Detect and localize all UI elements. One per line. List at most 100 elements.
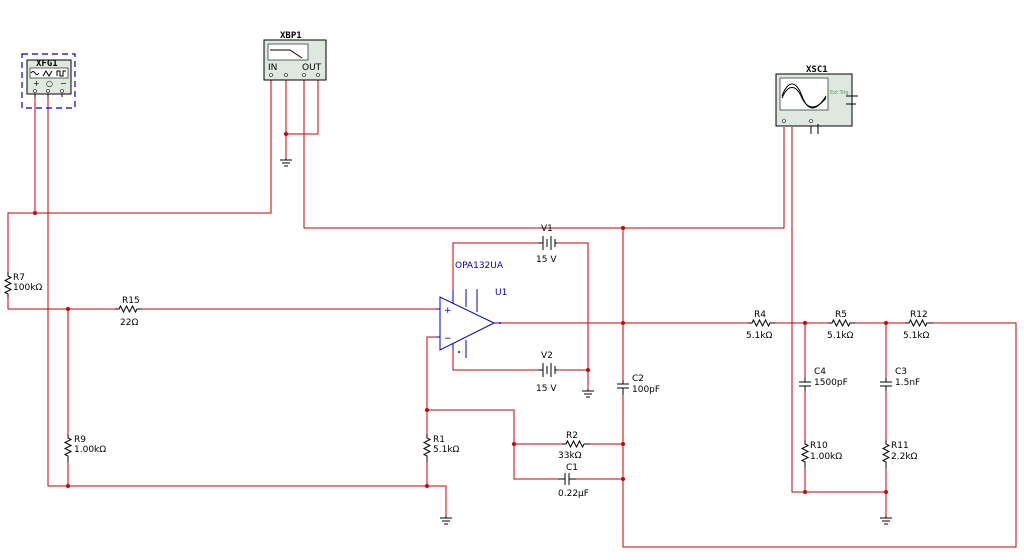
wire[interactable] [426, 336, 436, 434]
junction-dot [425, 484, 429, 488]
component-ref: R1 [433, 435, 445, 445]
terminal[interactable] [269, 73, 273, 77]
ext-trig-connector[interactable] [846, 95, 858, 105]
component-ref: R15 [122, 296, 140, 306]
capacitor-c4[interactable]: C4 1500pF [799, 367, 848, 391]
resistor-r12[interactable]: R12 5.1kΩ [903, 310, 933, 341]
wire[interactable] [452, 350, 538, 371]
terminal[interactable] [302, 73, 306, 77]
junction-dot [803, 321, 807, 325]
wire[interactable] [303, 79, 785, 229]
terminal[interactable] [284, 73, 288, 77]
component-ref: C4 [814, 367, 826, 377]
component-ref: R10 [810, 441, 828, 451]
component-value: 100kΩ [13, 283, 42, 293]
component-value: 5.1kΩ [903, 331, 930, 341]
terminal[interactable] [46, 89, 50, 93]
wire[interactable] [622, 322, 1017, 548]
component-value: 5.1kΩ [827, 331, 854, 341]
instrument-name: XBP1 [280, 31, 302, 41]
opamp-triangle [439, 296, 496, 351]
junction-dot [284, 132, 288, 136]
terminal-minus: − [60, 79, 67, 88]
function-generator-xfg1[interactable]: XFG1 + ○ − [21, 53, 76, 109]
component-ref: R5 [835, 310, 847, 320]
dc-source-v1[interactable]: V1 15 V [536, 224, 557, 265]
ext-trig-label: Ext Trig [830, 90, 849, 96]
scope-screen [779, 77, 829, 111]
square-wave-icon [56, 70, 66, 77]
wire[interactable] [452, 242, 538, 290]
wire[interactable] [791, 127, 886, 493]
terminal[interactable] [316, 73, 320, 77]
component-value: 22Ω [120, 318, 138, 328]
resistor-r7[interactable]: R7 100kΩ [3, 272, 42, 298]
component-ref: R9 [74, 435, 86, 445]
resistor-r2[interactable]: R2 33kΩ [558, 431, 590, 461]
oscilloscope-xsc1[interactable]: XSC1 Ext Trig [775, 65, 858, 134]
instrument-name: XFG1 [36, 59, 58, 69]
junction-dot [621, 226, 625, 230]
junction-dot [621, 477, 625, 481]
bode-curve-icon [270, 49, 303, 59]
sine-wave-icon [30, 71, 40, 75]
terminal[interactable] [782, 119, 786, 123]
instrument-name: XSC1 [806, 65, 828, 75]
wire[interactable] [35, 79, 272, 214]
component-part: OPA132UA [455, 261, 504, 271]
junction-dot [66, 484, 70, 488]
junctions [33, 132, 888, 494]
component-ref: R11 [891, 441, 909, 451]
component-value: 1.5nF [895, 378, 920, 388]
resistor-r5[interactable]: R5 5.1kΩ [827, 310, 855, 341]
component-value: 0.22µF [558, 489, 589, 499]
ground-icon [582, 389, 594, 398]
resistor-r4[interactable]: R4 5.1kΩ [746, 310, 775, 341]
wire[interactable] [7, 298, 115, 310]
component-ref: R4 [754, 310, 766, 320]
bode-plotter-xbp1[interactable]: XBP1 IN OUT [263, 31, 327, 81]
component-ref: C2 [632, 374, 644, 384]
resistor-r1[interactable]: R1 5.1kΩ [422, 434, 460, 462]
terminal[interactable] [60, 89, 64, 93]
wires [7, 79, 1017, 548]
resistor-r11[interactable]: R11 2.2kΩ [881, 440, 918, 468]
component-ref: R12 [910, 310, 928, 320]
wire[interactable] [47, 97, 68, 487]
dc-source-v2[interactable]: V2 15 V [536, 351, 557, 394]
junction-dot [586, 368, 590, 372]
opamp-minus: − [444, 334, 452, 344]
resistor-r9[interactable]: R9 1.00kΩ [63, 434, 106, 462]
component-value: 5.1kΩ [746, 331, 773, 341]
capacitor-c1[interactable]: C1 0.22µF [558, 463, 589, 499]
component-value: 1.00kΩ [810, 452, 842, 462]
junction-dot [512, 442, 516, 446]
component-value: 5.1kΩ [433, 445, 460, 455]
junction-dot [425, 408, 429, 412]
bode-in-label: IN [268, 63, 277, 73]
selection-box [21, 53, 76, 109]
terminal[interactable] [33, 89, 37, 93]
terminal[interactable] [809, 119, 813, 123]
opamp-plus: + [444, 306, 452, 316]
junction-dot [884, 321, 888, 325]
bode-out-label: OUT [302, 63, 322, 73]
ground-symbols [280, 158, 892, 525]
capacitor-c2[interactable]: C2 100pF [617, 374, 660, 395]
resistor-r10[interactable]: R10 1.00kΩ [800, 440, 842, 468]
terminal-plus: + [33, 79, 40, 88]
component-value: 1.00kΩ [74, 445, 106, 455]
capacitor-c3[interactable]: C3 1.5nF [880, 367, 920, 391]
wire[interactable] [67, 462, 447, 516]
pin-dot [499, 322, 501, 324]
opamp-u1[interactable]: + − OPA132UA U1 [436, 261, 507, 358]
triangle-wave-icon [42, 70, 53, 77]
wire[interactable] [7, 97, 36, 272]
wire[interactable] [557, 242, 589, 389]
component-ref: R2 [566, 431, 578, 441]
plot-screen [267, 43, 309, 61]
wire[interactable] [285, 79, 319, 135]
junction-dot [884, 490, 888, 494]
resistor-r15[interactable]: R15 22Ω [115, 296, 142, 328]
